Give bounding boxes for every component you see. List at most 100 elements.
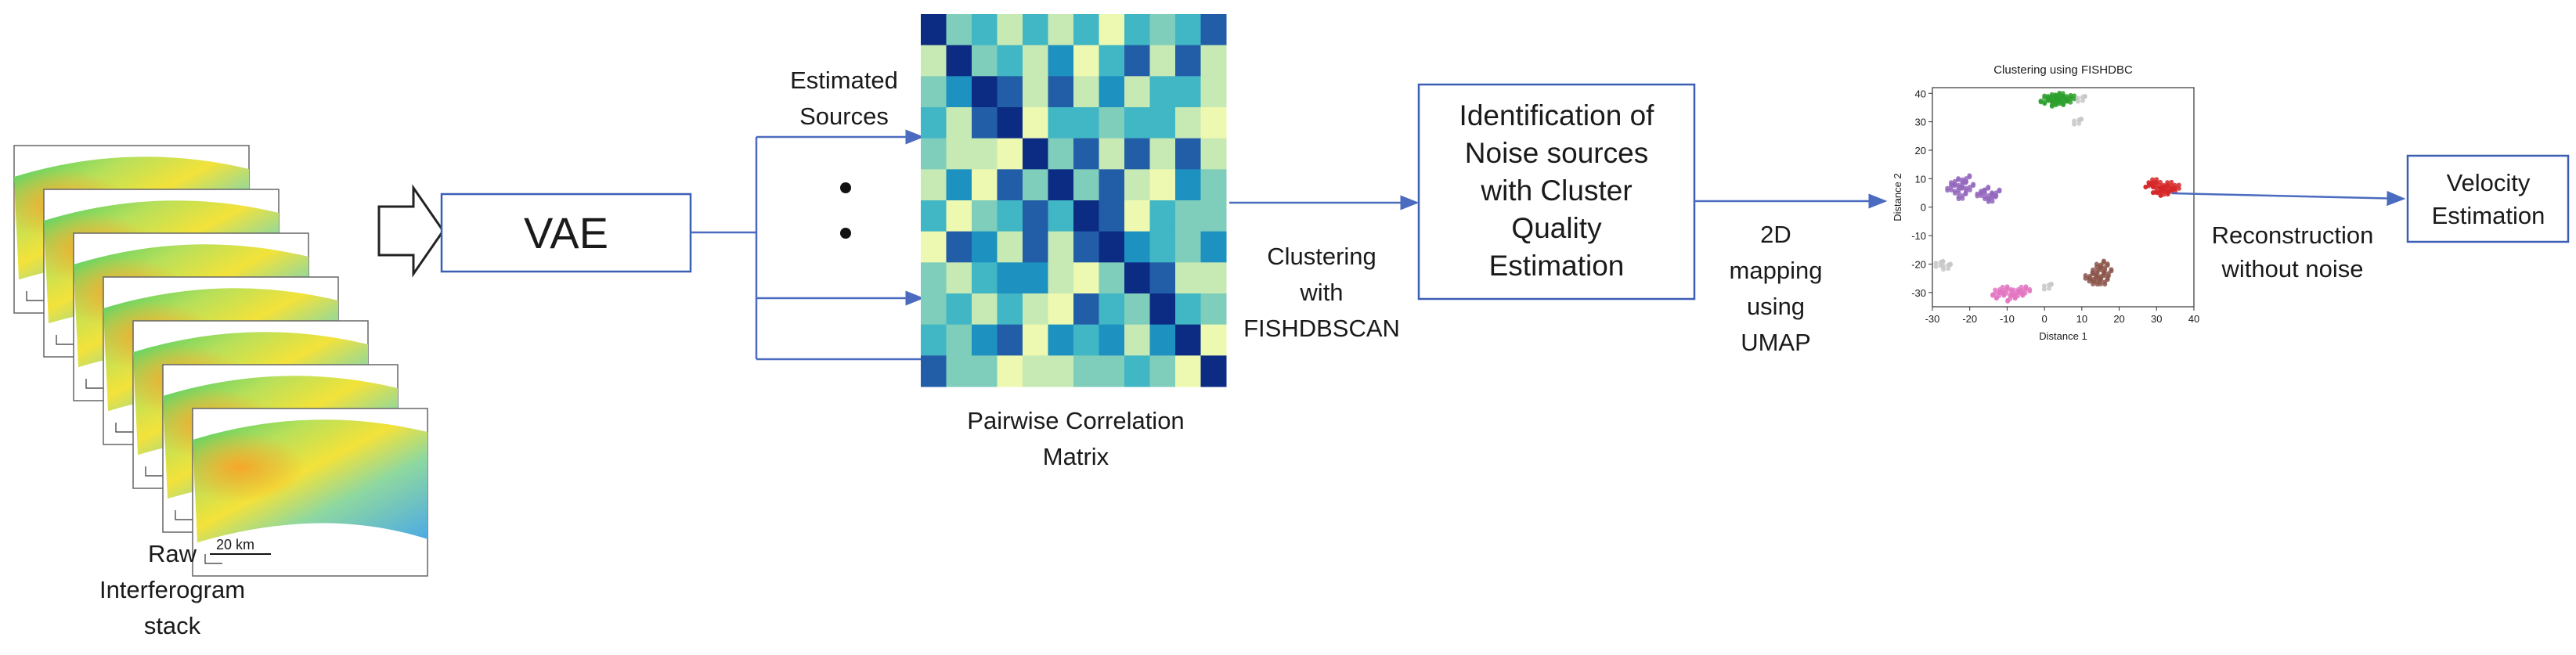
matrix-cell xyxy=(1099,293,1125,326)
matrix-cell xyxy=(972,107,998,139)
label-line: FISHDBSCAN xyxy=(1243,315,1400,342)
matrix-cell xyxy=(972,200,998,232)
x-tick-label: 10 xyxy=(2076,313,2087,325)
matrix-cell xyxy=(1073,262,1099,294)
matrix-cell xyxy=(1124,169,1150,201)
x-tick-label: -30 xyxy=(1925,313,1940,325)
matrix-cell xyxy=(921,107,947,139)
identification-box xyxy=(1417,83,1696,301)
matrix-cell xyxy=(1099,355,1125,387)
matrix-cell xyxy=(1175,76,1201,108)
matrix-cell xyxy=(972,169,998,201)
scatter-point xyxy=(1975,193,1980,199)
matrix-cell xyxy=(921,231,947,263)
scatter-point xyxy=(1956,196,1961,202)
matrix-cell xyxy=(1048,45,1074,77)
scatter-point xyxy=(2083,275,2088,281)
scatter-point xyxy=(2094,274,2099,279)
matrix-cell xyxy=(1099,262,1125,294)
matrix-cell xyxy=(1099,324,1125,356)
scatter-series xyxy=(2083,258,2114,287)
label-line: Estimation xyxy=(2432,202,2545,229)
matrix-cell xyxy=(1124,231,1150,263)
scatter-point xyxy=(1963,190,1968,196)
scatter-point xyxy=(2153,185,2159,191)
matrix-cell xyxy=(1200,200,1227,232)
scatter-point xyxy=(2146,180,2152,185)
x-axis-label: Distance 1 xyxy=(2039,330,2087,342)
scatter-point xyxy=(1986,184,1991,189)
matrix-cell xyxy=(1073,76,1099,108)
matrix-cell xyxy=(1048,231,1074,263)
matrix-cell xyxy=(1073,14,1099,46)
label-line: mapping xyxy=(1730,257,1823,284)
matrix-cell xyxy=(1073,169,1099,201)
matrix-cell xyxy=(1099,45,1125,77)
scatter-point xyxy=(1933,264,1939,269)
scatter-point xyxy=(2038,98,2044,103)
matrix-cell xyxy=(1200,324,1227,356)
scatter-point xyxy=(2165,192,2170,197)
matrix-cell xyxy=(946,138,972,170)
x-tick-label: -10 xyxy=(2000,313,2015,325)
scatter-title: Clustering using FISHDBC xyxy=(1993,63,2133,77)
matrix-cell xyxy=(997,324,1023,356)
scale-tick xyxy=(26,291,44,301)
label-line: without noise xyxy=(2221,255,2364,283)
matrix-cell xyxy=(1073,45,1099,77)
matrix-cell xyxy=(921,293,947,326)
matrix-cell xyxy=(1175,293,1201,326)
matrix-cell xyxy=(1200,107,1227,139)
matrix-cell xyxy=(1099,76,1125,108)
matrix-cell xyxy=(1149,45,1176,77)
matrix-cell xyxy=(921,45,947,77)
matrix-cell xyxy=(1175,355,1201,387)
deformation-patch xyxy=(193,432,381,533)
matrix-cell xyxy=(1124,262,1150,294)
matrix-cell xyxy=(1073,200,1099,232)
scale-tick xyxy=(204,554,222,564)
label-line: 2D xyxy=(1760,221,1791,248)
matrix-cell xyxy=(997,14,1023,46)
matrix-cell xyxy=(1023,14,1048,46)
scale-tick xyxy=(115,423,133,433)
matrix-cell xyxy=(1073,231,1099,263)
x-tick-label: -20 xyxy=(1962,313,1977,325)
matrix-cell xyxy=(1099,200,1125,232)
label-line: Estimation xyxy=(1489,250,1625,282)
scatter-point xyxy=(1946,266,1951,272)
matrix-cell xyxy=(1149,169,1176,201)
matrix-cell xyxy=(921,76,947,108)
ellipsis-dot-bottom xyxy=(840,228,851,239)
matrix-cell xyxy=(1200,355,1227,387)
x-tick-label: 40 xyxy=(2188,313,2199,325)
label-line: using xyxy=(1747,293,1805,320)
matrix-cell xyxy=(972,324,998,356)
scatter-point xyxy=(2042,99,2047,105)
matrix-cell xyxy=(946,200,972,232)
matrix-cell xyxy=(1175,169,1201,201)
scatter-point xyxy=(2091,281,2096,286)
matrix-cell xyxy=(946,324,972,356)
matrix-cell xyxy=(1048,262,1074,294)
scatter-point xyxy=(2176,182,2181,188)
scatter-point xyxy=(1933,261,1939,266)
scatter-point xyxy=(2046,283,2051,288)
scatter-point xyxy=(2150,183,2156,189)
matrix-cell xyxy=(1048,138,1074,170)
scatter-point xyxy=(2072,118,2077,124)
matrix-cell xyxy=(1124,324,1150,356)
y-tick-label: -20 xyxy=(1911,258,1926,270)
matrix-cell xyxy=(1048,107,1074,139)
scale-tick xyxy=(56,335,74,345)
matrix-cell xyxy=(1124,14,1150,46)
scatter-point xyxy=(2072,93,2077,99)
y-tick-label: 30 xyxy=(1915,117,1926,128)
scatter-point xyxy=(2045,94,2051,99)
scatter-point xyxy=(2019,290,2025,295)
matrix-cell xyxy=(1023,200,1048,232)
label-line: Pairwise Correlation xyxy=(967,407,1184,434)
